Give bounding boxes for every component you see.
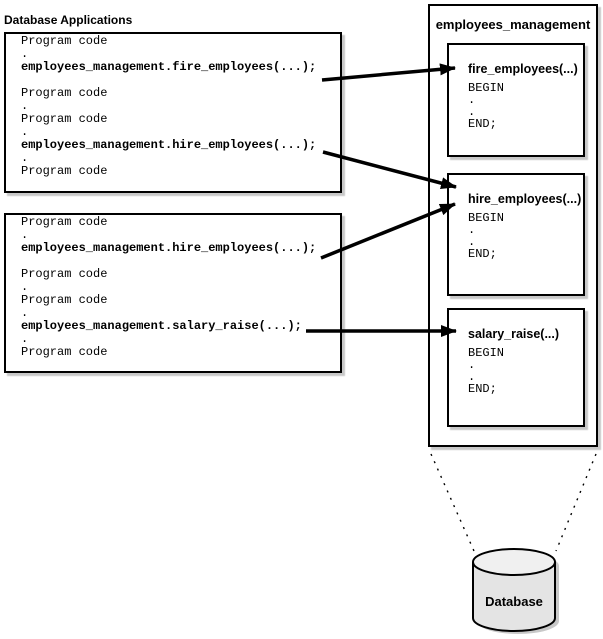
code-line: . xyxy=(21,47,29,61)
code-line: Program code xyxy=(21,112,108,126)
code-line: . xyxy=(21,151,29,165)
package-to-database-dashed-left xyxy=(430,453,475,552)
code-line-call-hire-employees: employees_management.hire_employees(...)… xyxy=(21,241,317,255)
body-line: BEGIN xyxy=(468,346,505,360)
code-line: . xyxy=(21,228,29,242)
body-line: BEGIN xyxy=(468,211,505,225)
procedure-name: fire_employees(...) xyxy=(468,62,578,76)
diagram-heading: Database Applications xyxy=(4,13,133,27)
procedure-body: BEGIN . . END; xyxy=(468,212,583,260)
code-line: Program code xyxy=(21,86,108,100)
procedure-body: BEGIN . . END; xyxy=(468,82,583,130)
body-line: . xyxy=(468,235,476,249)
code-line-call-salary-raise: employees_management.salary_raise(...); xyxy=(21,319,302,333)
code-line: Program code xyxy=(21,267,108,281)
code-line: . xyxy=(21,332,29,346)
code-line-call-hire-employees: employees_management.hire_employees(...)… xyxy=(21,138,317,152)
code-line: Program code xyxy=(21,34,108,48)
package-to-database-dashed-right xyxy=(555,453,597,552)
cylinder-top xyxy=(472,548,556,576)
code-line: . xyxy=(21,125,29,139)
body-line: BEGIN xyxy=(468,81,505,95)
procedure-box-fire-employees: fire_employees(...) BEGIN . . END; xyxy=(447,43,585,157)
code-line: Program code xyxy=(21,293,108,307)
code-line: Program code xyxy=(21,164,108,178)
code-line: . xyxy=(21,306,29,320)
application-code-box-1: Program code . employees_management.fire… xyxy=(4,32,342,193)
application-code-2: Program code . employees_management.hire… xyxy=(6,215,340,359)
application-code-box-2: Program code . employees_management.hire… xyxy=(4,213,342,373)
body-line: . xyxy=(468,93,476,107)
code-line: . xyxy=(21,280,29,294)
procedure-box-salary-raise: salary_raise(...) BEGIN . . END; xyxy=(447,308,585,427)
procedure-name: hire_employees(...) xyxy=(468,192,582,206)
procedure-body: BEGIN . . END; xyxy=(468,347,583,395)
database-cylinder xyxy=(472,548,559,634)
code-line-call-fire-employees: employees_management.fire_employees(...)… xyxy=(21,60,317,74)
body-line: END; xyxy=(468,117,497,131)
body-line: END; xyxy=(468,247,497,261)
code-line: Program code xyxy=(21,345,108,359)
body-line: . xyxy=(468,370,476,384)
application-code-1: Program code . employees_management.fire… xyxy=(6,34,340,178)
body-line: END; xyxy=(468,382,497,396)
database-label: Database xyxy=(485,594,543,609)
procedure-box-hire-employees: hire_employees(...) BEGIN . . END; xyxy=(447,173,585,296)
body-line: . xyxy=(468,223,476,237)
code-line: Program code xyxy=(21,215,108,229)
package-title: employees_management xyxy=(435,17,591,32)
package-box: employees_management fire_employees(...)… xyxy=(428,4,598,447)
body-line: . xyxy=(468,105,476,119)
code-line: . xyxy=(21,99,29,113)
procedure-name: salary_raise(...) xyxy=(468,327,560,341)
body-line: . xyxy=(468,358,476,372)
